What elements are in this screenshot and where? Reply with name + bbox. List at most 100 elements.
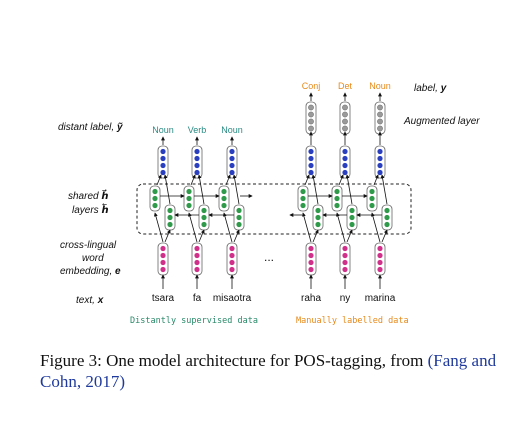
right-col-0-output-unit — [308, 162, 314, 169]
right-col-0-arrow-emb-fwd — [301, 212, 312, 243]
left-col-1-output-unit — [194, 169, 200, 176]
right-col-0-augmented-unit — [308, 111, 314, 118]
right-col-2-arrow-emb-fwd — [370, 212, 381, 243]
right-col-0-tag: Conj — [302, 81, 321, 91]
right-col-0-output-unit — [308, 169, 314, 176]
ellipsis: ... — [264, 250, 274, 264]
left-col-2-hidden-bwd-unit — [236, 207, 242, 214]
left-col-0-hidden-bwd-unit — [167, 214, 173, 221]
right-col-1-output-unit — [342, 148, 348, 155]
right-col-1-output-unit — [342, 169, 348, 176]
right-col-0-embedding-unit — [308, 245, 314, 252]
left-col-0-output-unit — [160, 162, 166, 169]
right-col-2-output-unit — [377, 148, 383, 155]
right-col-0-embedding-unit — [308, 259, 314, 266]
left-col-1-arrow-fwd-out — [190, 174, 196, 186]
embedding-label-line1: cross-lingual — [60, 240, 117, 251]
manual-data-caption: Manually labelled data — [296, 316, 409, 326]
right-col-0-hidden-bwd-unit — [315, 214, 321, 221]
left-col-1-hidden-bwd-unit — [201, 207, 207, 214]
left-col-1-output — [191, 145, 203, 179]
left-col-0-hidden-bwd-unit — [167, 207, 173, 214]
left-col-2-embedding-unit — [229, 245, 235, 252]
left-col-0-arrow-emb-bwd — [164, 229, 171, 243]
left-col-2-hidden-bwd-unit — [236, 221, 242, 228]
right-col-0-hidden-bwd-unit — [315, 207, 321, 214]
diagram-columns: tsaraNounfaVerbmisaotraNounrahaConjnyDet… — [149, 81, 396, 304]
left-col-2-arrow-emb-bwd — [233, 229, 240, 243]
left-col-2-output — [226, 145, 238, 179]
right-col-0-output-unit — [308, 148, 314, 155]
right-col-1-augmented-unit — [342, 104, 348, 111]
right-col-0-embedding-unit — [308, 252, 314, 259]
right-col-0-arrow-bwd-out — [311, 174, 319, 205]
right-col-2-arrow-fwd-out — [373, 174, 379, 186]
left-col-2-output-unit — [229, 169, 235, 176]
right-col-1-augmented-unit — [342, 118, 348, 125]
left-col-0-tag: Noun — [152, 125, 174, 135]
right-col-1-embedding-unit — [342, 252, 348, 259]
right-col-1-augmented-unit — [342, 111, 348, 118]
left-col-2-embedding-unit — [229, 266, 235, 273]
label-y-text: label, y — [414, 83, 447, 94]
left-col-1-embedding-unit — [194, 259, 200, 266]
distant-label-text: distant label, ỹ — [58, 122, 123, 133]
right-col-1-hidden-fwd-unit — [334, 202, 340, 209]
left-col-1-word: fa — [193, 293, 202, 304]
left-col-1-output-unit — [194, 162, 200, 169]
right-col-1-arrow-emb-fwd — [335, 212, 346, 243]
right-col-2-augmented-unit — [377, 118, 383, 125]
figure-caption: Figure 3: One model architecture for POS… — [40, 350, 498, 392]
right-col-0-arrow-fwd-out — [304, 174, 310, 186]
right-col-2-hidden-fwd-unit — [369, 202, 375, 209]
left-col-1-output-unit — [194, 148, 200, 155]
left-col-1-tag: Verb — [188, 125, 207, 135]
right-col-2-hidden-bwd-unit — [384, 214, 390, 221]
right-col-0-augmented-unit — [308, 125, 314, 132]
left-col-1-hidden-fwd-unit — [186, 195, 192, 202]
left-col-2-output-unit — [229, 162, 235, 169]
left-col-0-arrow-emb-fwd — [153, 212, 164, 243]
left-col-1-output-unit — [194, 155, 200, 162]
right-col-1-arrow-fwd-out — [338, 174, 344, 186]
left-col-0-hidden-bwd-unit — [167, 221, 173, 228]
right-col-2-word: marina — [365, 293, 396, 304]
right-col-0-augmented-unit — [308, 118, 314, 125]
left-col-1-hidden-bwd-unit — [201, 214, 207, 221]
right-col-0-word: raha — [301, 293, 321, 304]
right-col-1-output-unit — [342, 155, 348, 162]
left-col-0-embedding-unit — [160, 259, 166, 266]
right-col-2-output-unit — [377, 155, 383, 162]
right-col-2-embedding-unit — [377, 252, 383, 259]
left-col-0-embedding-unit — [160, 252, 166, 259]
right-col-0-augmented-unit — [308, 104, 314, 111]
left-col-0-output-unit — [160, 148, 166, 155]
right-col-0-hidden-bwd-unit — [315, 221, 321, 228]
left-col-1-embedding-unit — [194, 266, 200, 273]
right-col-1-embedding-unit — [342, 259, 348, 266]
right-col-2-augmented-unit — [377, 125, 383, 132]
left-col-2-hidden-fwd-unit — [221, 202, 227, 209]
architecture-diagram: distant label, ỹ shared h⃗ layers h⃖ cro… — [58, 81, 480, 326]
right-col-2-augmented-unit — [377, 111, 383, 118]
citation-link[interactable]: (Fang and Cohn, 2017) — [40, 351, 497, 391]
right-col-1-embedding-unit — [342, 245, 348, 252]
right-col-2-embedding-unit — [377, 245, 383, 252]
right-col-1-word: ny — [340, 293, 351, 304]
right-col-2-augmented-unit — [377, 104, 383, 111]
right-col-1-hidden-fwd-unit — [334, 195, 340, 202]
left-col-2-arrow-bwd-out — [232, 174, 240, 205]
right-col-1-hidden-fwd-unit — [334, 188, 340, 195]
left-col-2-embedding-unit — [229, 259, 235, 266]
left-col-2-hidden-fwd-unit — [221, 188, 227, 195]
left-col-1-arrow-emb-bwd — [198, 229, 205, 243]
left-col-1-hidden-bwd-unit — [201, 221, 207, 228]
right-col-0-output — [305, 145, 317, 179]
right-col-2-embedding-unit — [377, 266, 383, 273]
left-col-0-hidden-fwd-unit — [152, 202, 158, 209]
right-col-2-hidden-bwd-unit — [384, 207, 390, 214]
right-col-1-hidden-bwd-unit — [349, 221, 355, 228]
left-col-2-output-unit — [229, 148, 235, 155]
shared-label-line2: layers h⃖ — [72, 203, 109, 216]
left-col-2-hidden-fwd-unit — [221, 195, 227, 202]
